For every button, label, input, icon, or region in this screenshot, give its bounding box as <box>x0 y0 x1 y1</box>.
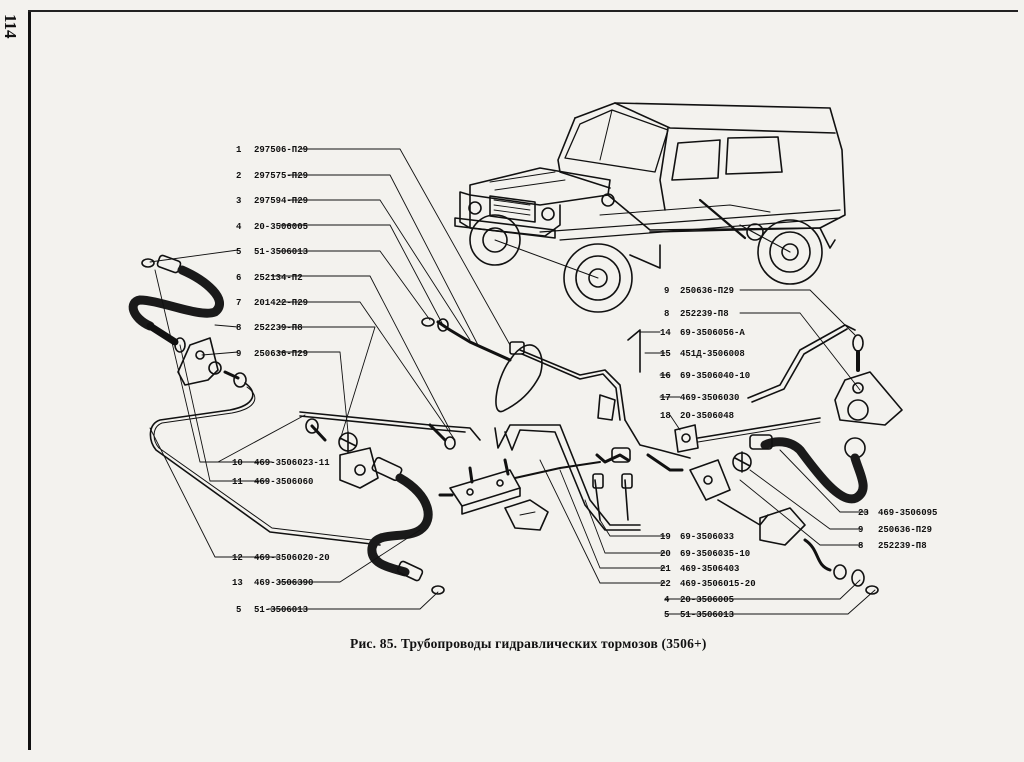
callout-number: 8 <box>858 541 863 551</box>
right-callouts: 9 250636-П29 8 252239-П8 14 69-3506056-А… <box>660 286 937 620</box>
callout-part: 250636-П29 <box>254 349 308 359</box>
callout-part: 69-3506033 <box>680 532 734 542</box>
brake-tee <box>438 458 601 531</box>
page-border-left <box>28 10 31 750</box>
master-cylinder-pipes <box>421 317 691 459</box>
brake-distributor <box>627 329 821 472</box>
callout-number: 9 <box>236 349 241 359</box>
callout-number: 15 <box>660 349 671 359</box>
left-callouts: 1 297506-П29 2 297575-П29 3 297594-П29 4… <box>232 145 330 615</box>
leader-lines <box>149 148 876 615</box>
callout-part: 469-3506403 <box>680 564 739 574</box>
callout-number: 8 <box>664 309 669 319</box>
callout-number: 5 <box>664 610 669 620</box>
callout-part: 297575-П29 <box>254 171 308 181</box>
callout-number: 11 <box>232 477 243 487</box>
callout-number: 4 <box>664 595 670 605</box>
callout-number: 21 <box>660 564 671 574</box>
callout-number: 4 <box>236 222 242 232</box>
callout-number: 22 <box>660 579 671 589</box>
callout-number: 17 <box>660 393 671 403</box>
callout-number: 14 <box>660 328 671 338</box>
callout-number: 1 <box>236 145 242 155</box>
vehicle-illustration <box>454 102 846 313</box>
figure-caption: Рис. 85. Трубопроводы гидравлических тор… <box>350 636 707 651</box>
callout-part: 20-3506048 <box>680 411 734 421</box>
callout-number: 8 <box>236 323 241 333</box>
callout-number: 6 <box>236 273 241 283</box>
left-steel-pipe <box>149 382 381 546</box>
callout-number: 9 <box>858 525 863 535</box>
left-front-bracket <box>177 337 247 388</box>
callout-part: 51-3506013 <box>680 610 734 620</box>
callout-part: 201422-П29 <box>254 298 308 308</box>
callout-part: 51-3506013 <box>254 605 308 615</box>
page-border-top <box>28 10 1018 12</box>
callout-number: 7 <box>236 298 241 308</box>
callout-part: 297506-П29 <box>254 145 308 155</box>
callout-part: 469-3506015-20 <box>680 579 756 589</box>
callout-part: 69-3506040-10 <box>680 371 750 381</box>
callout-part: 451Д-3506008 <box>680 349 745 359</box>
callout-part: 469-3506020-20 <box>254 553 330 563</box>
callout-part: 250636-П29 <box>680 286 734 296</box>
callout-part: 469-3506390 <box>254 578 313 588</box>
rear-bracket <box>689 451 879 595</box>
rear-axle-pipe <box>747 324 903 504</box>
bundled-pipes <box>494 424 641 531</box>
callout-number: 19 <box>660 532 671 542</box>
callout-part: 69-3506035-10 <box>680 549 750 559</box>
callout-number: 5 <box>236 605 241 615</box>
callout-part: 51-3506013 <box>254 247 308 257</box>
callout-part: 252134-П2 <box>254 273 303 283</box>
callout-part: 252239-П8 <box>254 323 303 333</box>
callout-number: 12 <box>232 553 243 563</box>
right-front-hose <box>367 456 445 595</box>
callout-number: 16 <box>660 371 671 381</box>
callout-part: 252239-П8 <box>878 541 927 551</box>
callout-number: 20 <box>660 549 671 559</box>
callout-number: 5 <box>236 247 241 257</box>
callout-number: 10 <box>232 458 243 468</box>
callout-part: 469-3506095 <box>878 508 937 518</box>
callout-part: 469-3506023-11 <box>254 458 330 468</box>
callout-part: 250636-П29 <box>878 525 932 535</box>
front-cross-pipe <box>299 411 481 489</box>
callout-part: 69-3506056-А <box>680 328 745 338</box>
callout-part: 297594-П29 <box>254 196 308 206</box>
callout-number: 18 <box>660 411 671 421</box>
callout-part: 469-3506060 <box>254 477 313 487</box>
callout-number: 9 <box>664 286 669 296</box>
callout-part: 20-3506005 <box>680 595 734 605</box>
callout-number: 2 <box>236 171 241 181</box>
callout-number: 23 <box>858 508 869 518</box>
callout-number: 13 <box>232 578 243 588</box>
left-front-hose <box>128 254 224 353</box>
callout-part: 20-3506005 <box>254 222 308 232</box>
callout-number: 3 <box>236 196 241 206</box>
callout-part: 469-3506030 <box>680 393 739 403</box>
callout-part: 252239-П8 <box>680 309 729 319</box>
